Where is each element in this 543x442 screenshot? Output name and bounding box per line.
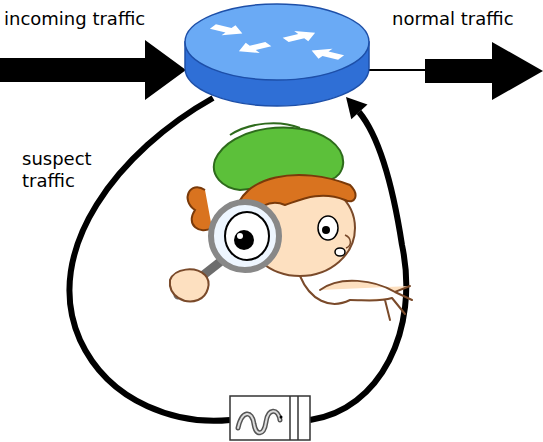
worm-symbol: [238, 411, 280, 433]
hat-fold: [230, 123, 300, 135]
eye: [318, 216, 338, 240]
mouth: [335, 248, 345, 256]
right-hand: [320, 281, 412, 320]
router-arrow: [279, 28, 322, 45]
nose: [345, 235, 350, 248]
router-arrows: [206, 21, 348, 62]
incoming-arrow: [0, 40, 186, 100]
router-arrow: [206, 21, 249, 38]
loop-line: [69, 98, 230, 421]
router-arrow: [305, 45, 348, 62]
traffic-label: normal traffic: [392, 8, 542, 30]
worm-symbol: [238, 411, 280, 433]
traffic-label: suspect traffic: [22, 148, 102, 192]
magnified-eye: [225, 212, 269, 260]
magnified-pupil: [234, 230, 254, 250]
arm: [300, 276, 350, 304]
outgoing-arrow: [425, 42, 543, 100]
outgoing-line: [368, 69, 430, 71]
packet-divider: [297, 396, 299, 440]
router-top: [185, 4, 369, 80]
packet-symbol: [230, 396, 310, 440]
router-arrow: [232, 39, 275, 56]
router-symbol: [185, 4, 369, 106]
traffic-label: incoming traffic: [4, 8, 189, 30]
left-hand: [170, 269, 209, 301]
eye-glint: [237, 233, 243, 239]
magnifying-glass: [211, 202, 279, 270]
worm-eye: [280, 416, 283, 419]
packet-box: [230, 396, 310, 440]
packet-divider: [289, 396, 291, 440]
ponytail: [188, 187, 212, 230]
loop-arrowhead: [346, 97, 368, 119]
inspector-cartoon: [170, 123, 412, 320]
pupil: [322, 226, 330, 234]
